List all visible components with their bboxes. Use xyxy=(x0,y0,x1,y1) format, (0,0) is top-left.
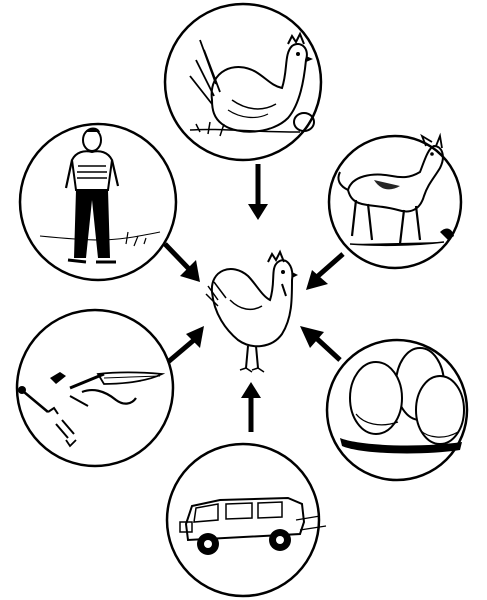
arrow-upper-left xyxy=(165,244,200,282)
arrow-top xyxy=(248,164,268,220)
arrow-lower-right xyxy=(300,326,340,360)
node-dog xyxy=(329,136,461,268)
node-eggs xyxy=(327,340,467,480)
node-tools xyxy=(17,310,173,466)
arrows xyxy=(165,164,343,432)
arrow-bottom xyxy=(241,382,261,432)
node-hen-with-egg xyxy=(165,4,321,160)
arrow-lower-left xyxy=(168,326,204,362)
node-man xyxy=(20,124,176,280)
arrow-upper-right xyxy=(306,254,343,290)
node-vehicle xyxy=(167,444,326,596)
center-hen-icon xyxy=(206,252,298,372)
